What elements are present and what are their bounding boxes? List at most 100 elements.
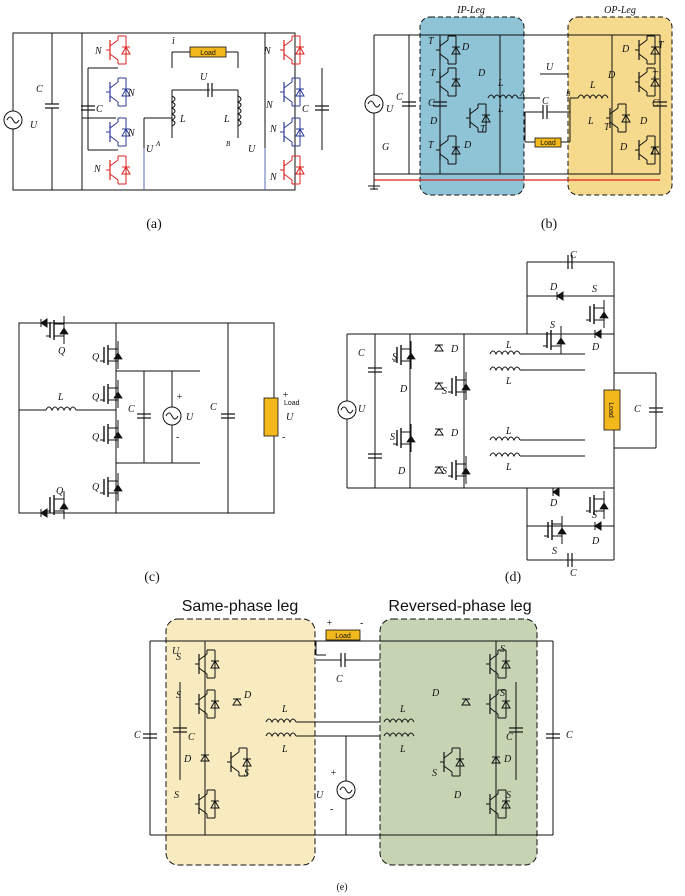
panel-b-label-l3: L <box>589 80 596 91</box>
panel-d-label-c1: C <box>358 348 365 359</box>
panel-e-label-s2b: S <box>244 768 249 779</box>
panel-e-label-l1: L <box>281 704 288 715</box>
panel-d-label-s1: S <box>392 352 397 363</box>
panel-c-label-uin: U <box>186 412 194 423</box>
panel-e-label-d2b: D <box>183 754 192 765</box>
panel-b-op-leg-title: OP-Leg <box>604 5 636 16</box>
panel-a-capacitor-c <box>44 103 60 109</box>
panel-b-label-d1: D <box>477 68 486 79</box>
panel-b-label-l4: L <box>587 116 594 127</box>
panel-d-label-d8: D <box>549 498 558 509</box>
panel-a-label-i0: i <box>172 36 175 47</box>
panel-c-label-q2: Q <box>92 352 100 363</box>
panel-e-load-label: Load <box>335 633 351 640</box>
panel-a-load-label: Load <box>200 50 216 57</box>
panel-b-ac-source <box>364 94 384 114</box>
panel-c-caption: (c) <box>144 570 160 585</box>
panel-b-label-t1c: T <box>480 124 487 135</box>
panel-a-switch-n2 <box>105 35 131 65</box>
panel-a-switch-n2c <box>105 155 131 185</box>
panel-e-capacitor-cf <box>340 652 346 668</box>
panel-c-diode-q1 <box>40 318 48 328</box>
panel-c-switch-q4 <box>99 419 123 449</box>
panel-d-label-c0: C <box>634 404 641 415</box>
panel-b-label-uab: U <box>546 62 554 73</box>
panel-e-label-l3: L <box>399 704 406 715</box>
panel-b: IP-Leg OP-Leg Load <box>364 5 673 232</box>
panel-e-ac-source <box>336 780 356 800</box>
panel-c-sign-u0-plus: + <box>282 390 289 401</box>
panel-e-label-uin: U <box>316 790 324 801</box>
panel-d-inductor-l4 <box>489 452 521 457</box>
panel-b-label-d2c: D <box>463 140 472 151</box>
panel-b-capacitor-cf <box>542 104 548 120</box>
panel-b-ip-leg-title: IP-Leg <box>456 5 485 16</box>
panel-c-sign-uin-minus: - <box>176 432 179 443</box>
panel-d-label-l1: L <box>505 340 512 351</box>
panel-a-switch-n1c <box>105 117 131 147</box>
panel-d-label-c4: C <box>570 250 577 261</box>
panel-b-label-d1p: D <box>607 70 616 81</box>
panel-d-caption: (d) <box>505 570 522 585</box>
panel-e-label-s1b: S <box>176 690 181 701</box>
panel-d-label-d5: D <box>549 282 558 293</box>
panel-d-label-d1: D <box>450 344 459 355</box>
panel-b-load-label: Load <box>540 140 556 147</box>
panel-a-label-c: C <box>36 84 43 95</box>
panel-b-label-g: G <box>382 142 389 153</box>
panel-a-node-a: A <box>155 140 161 148</box>
panel-a-label-ua: U <box>146 144 154 155</box>
panel-d-switch-s8 <box>543 515 567 545</box>
panel-d-label-uin: U <box>358 404 366 415</box>
panel-b-label-c: C <box>396 92 403 103</box>
panel-d-label-d2: D <box>399 384 408 395</box>
panel-b-label-d1cp: D <box>639 116 648 127</box>
panel-c-load-label: Load <box>284 400 300 407</box>
panel-b-label-d2: D <box>461 42 470 53</box>
panel-a-label-n1p: N <box>265 100 274 111</box>
panel-a-label-n2c: N <box>93 164 102 175</box>
panel-c-switch-q1 <box>45 315 69 345</box>
panel-e-label-cf: C <box>336 674 343 685</box>
panel-a-outer-bus <box>12 32 296 191</box>
panel-c-label-c2: C <box>210 402 217 413</box>
panel-e-sign-u0-minus: - <box>360 618 363 629</box>
panel-e-label-c1: C <box>188 732 195 743</box>
panel-b-caption: (b) <box>541 217 558 232</box>
panel-a-label-n1cp: N <box>269 124 278 135</box>
panel-e-label-d4b: D <box>503 754 512 765</box>
panel-d-label-s4: S <box>442 466 447 477</box>
panel-d-switch-s4 <box>447 455 471 485</box>
panel-d-label-l3: L <box>505 426 512 437</box>
panel-e-label-s3a: S <box>500 644 505 655</box>
panel-a-label-l2: L <box>223 114 230 125</box>
panel-e-label-d3b: D <box>431 688 440 699</box>
panel-e-reversed-phase-title: Reversed-phase leg <box>388 598 531 615</box>
panel-c-diode-q6 <box>40 508 48 518</box>
panel-e-label-c3: C <box>134 730 141 741</box>
panel-e-sign-uin-plus: + <box>330 768 337 779</box>
panel-d-label-s3: S <box>390 432 395 443</box>
panel-c-label-q4: Q <box>92 432 100 443</box>
panel-b-label-t2c: T <box>428 140 435 151</box>
panel-e-sign-u0-plus: + <box>326 618 333 629</box>
panel-b-label-cf: C <box>542 96 549 107</box>
panel-e-label-uo: U <box>172 646 180 657</box>
panel-a-switch-n2p <box>279 35 305 65</box>
panel-b-label-l2: L <box>497 104 504 115</box>
panel-e-load <box>325 629 361 641</box>
panel-b-label-uin: U <box>386 104 394 115</box>
panel-e-same-phase-title: Same-phase leg <box>182 598 299 615</box>
panel-e-label-s2a: S <box>174 790 179 801</box>
panel-c-label-q3: Q <box>92 392 100 403</box>
panel-a-switch-n2cp <box>279 155 305 185</box>
panel-b-label-t2cp: T <box>650 146 657 157</box>
panel-a-ac-source <box>3 110 23 130</box>
panel-b-label-c1: C <box>428 98 435 109</box>
panel-c-label-q1: Q <box>58 346 66 357</box>
panel-e-label-s4a: S <box>506 790 511 801</box>
panel-a-label-n1: N <box>127 88 136 99</box>
panel-d-diode-d7 <box>594 521 602 531</box>
panel-e-caption: (e) <box>336 882 347 893</box>
